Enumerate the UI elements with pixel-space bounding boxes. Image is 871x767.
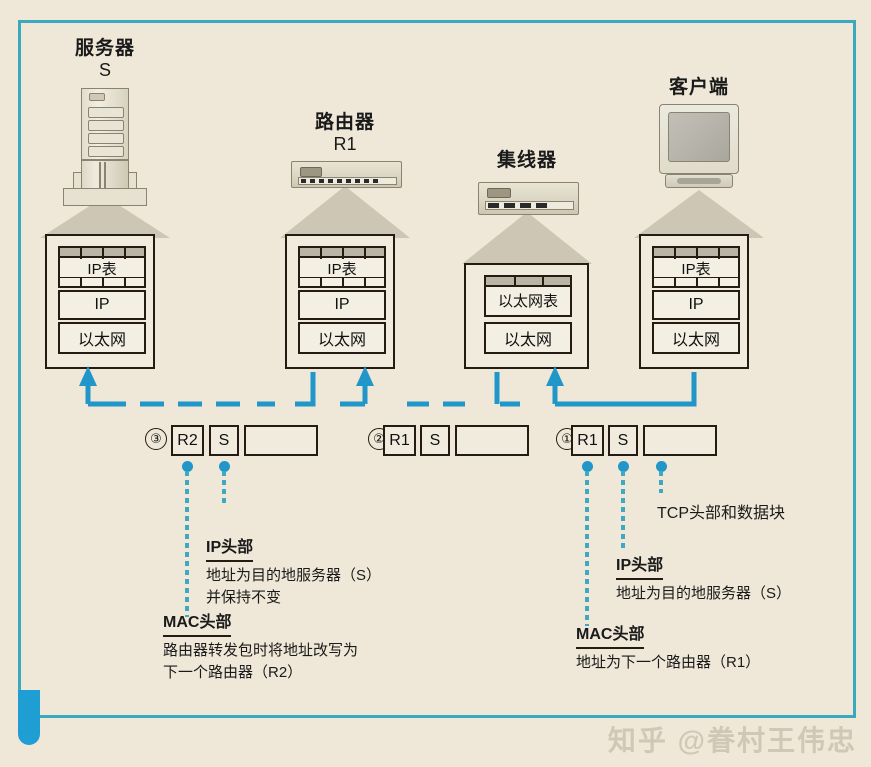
annotation-left-mac: MAC头部 路由器转发包时将地址改写为 下一个路由器（R2）	[163, 611, 358, 684]
annotation-left-ip: IP头部 地址为目的地服务器（S） 并保持不变	[206, 536, 381, 609]
protocol-stack-hub: 以太网表 以太网	[464, 263, 589, 369]
annotation-left-mac-line-2: 下一个路由器（R2）	[163, 663, 303, 681]
stack-layer-router-ethernet: 以太网	[298, 322, 386, 354]
stack-layer-router-ip: IP	[298, 290, 386, 320]
device-label-hub-zh: 集线器	[496, 150, 557, 171]
callout-lead-right-ip	[621, 471, 625, 549]
annotation-right-mac-line-1: 地址为下一个路由器（R1）	[576, 654, 761, 672]
callout-lead-left-mac	[185, 471, 189, 617]
callout-lead-left-ip	[222, 471, 226, 507]
ip-table-server-label: IP表	[60, 259, 144, 278]
ip-table-router-label: IP表	[300, 259, 384, 278]
funnel-server	[40, 196, 170, 238]
packet-2-mac-header: R1	[383, 425, 416, 456]
protocol-stack-client: IP表 IP 以太网	[639, 234, 749, 369]
packet-1-ip-header: S	[608, 425, 638, 456]
stack-layer-server-ethernet: 以太网	[58, 322, 146, 354]
ip-table-client: IP表	[652, 246, 740, 288]
ip-table-server: IP表	[58, 246, 146, 288]
annotation-left-mac-title: MAC头部	[163, 611, 232, 638]
ethernet-table-hub: 以太网表	[484, 275, 572, 317]
annotation-left-ip-line-1: 地址为目的地服务器（S）	[206, 567, 382, 585]
stack-layer-hub-ethernet: 以太网	[484, 322, 572, 354]
device-label-client-zh: 客户端	[668, 77, 729, 98]
device-label-server: 服务器 S	[45, 38, 165, 82]
annotation-right-ip-title: IP头部	[616, 554, 664, 581]
callout-dot-right-tcp	[656, 461, 667, 472]
ethernet-table-hub-label: 以太网表	[486, 289, 570, 311]
packet-1-payload	[643, 425, 717, 456]
device-label-router: 路由器 R1	[285, 112, 405, 156]
annotation-left-ip-title: IP头部	[206, 536, 254, 563]
annotation-right-ip-line-1: 地址为目的地服务器（S）	[616, 585, 792, 603]
annotation-left-ip-line-2: 并保持不变	[206, 588, 282, 606]
ip-table-router: IP表	[298, 246, 386, 288]
device-label-router-zh: 路由器	[314, 112, 375, 133]
packet-3-payload	[244, 425, 318, 456]
callout-lead-right-tcp	[659, 471, 663, 493]
router-icon	[291, 161, 402, 188]
funnel-router	[280, 186, 410, 238]
stack-layer-client-ip: IP	[652, 290, 740, 320]
protocol-stack-router: IP表 IP 以太网	[285, 234, 395, 369]
device-label-hub: 集线器	[467, 150, 587, 172]
packet-3-number: ③	[145, 428, 167, 450]
ip-table-client-label: IP表	[654, 259, 738, 278]
callout-dot-left-mac	[182, 461, 193, 472]
annotation-right-mac: MAC头部 地址为下一个路由器（R1）	[576, 623, 760, 674]
device-label-server-zh: 服务器	[74, 38, 135, 59]
protocol-stack-server: IP表 IP 以太网	[45, 234, 155, 369]
annotation-right-ip: IP头部 地址为目的地服务器（S）	[616, 554, 791, 605]
annotation-right-mac-title: MAC头部	[576, 623, 645, 650]
annotation-left-mac-line-1: 路由器转发包时将地址改写为	[163, 642, 359, 660]
device-label-router-en: R1	[333, 134, 357, 155]
packet-1-mac-header: R1	[571, 425, 604, 456]
crt-monitor-icon	[659, 104, 739, 190]
callout-dot-left-ip	[219, 461, 230, 472]
stack-layer-server-ip: IP	[58, 290, 146, 320]
watermark: 知乎 @眷村王伟忠	[607, 725, 857, 756]
callout-dot-right-mac	[582, 461, 593, 472]
funnel-hub	[462, 212, 592, 264]
hub-icon	[478, 182, 579, 215]
stack-layer-client-ethernet: 以太网	[652, 322, 740, 354]
annotation-right-tcp: TCP头部和数据块	[657, 505, 786, 522]
packet-3-mac-header: R2	[171, 425, 204, 456]
server-tower-icon	[63, 88, 147, 208]
packet-2-payload	[455, 425, 529, 456]
callout-lead-right-mac	[585, 471, 589, 626]
callout-dot-right-ip	[618, 461, 629, 472]
device-label-client: 客户端	[639, 77, 759, 99]
corner-accent-tab	[18, 690, 40, 745]
packet-2-ip-header: S	[420, 425, 450, 456]
device-label-server-en: S	[98, 60, 111, 81]
funnel-client	[634, 190, 764, 238]
packet-3-ip-header: S	[209, 425, 239, 456]
